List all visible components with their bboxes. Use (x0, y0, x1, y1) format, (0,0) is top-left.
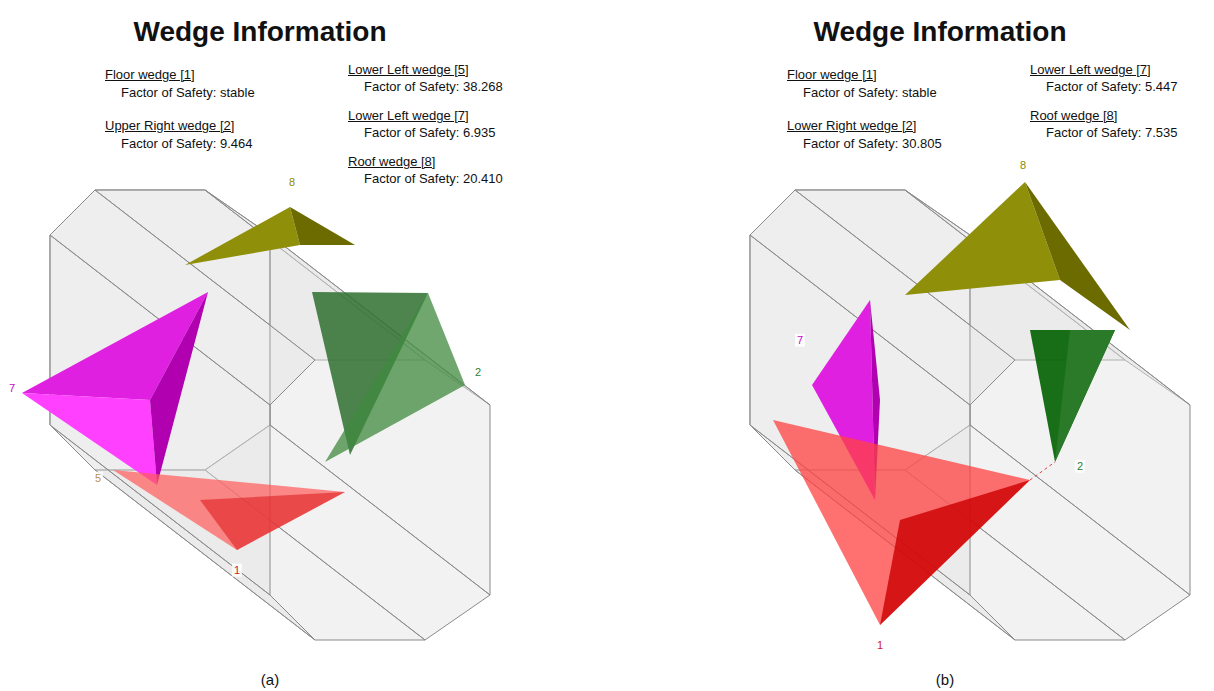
panel-title: Wedge Information (813, 16, 1066, 48)
safety-factor: Factor of Safety: stable (121, 86, 255, 101)
wedge-name: Roof wedge [8] (1030, 109, 1117, 124)
safety-factor: Factor of Safety: 5.447 (1046, 80, 1178, 95)
safety-factor: Factor of Safety: 20.410 (364, 172, 503, 187)
wedge-name: Lower Left wedge [5] (348, 63, 469, 78)
wedge-name: Floor wedge [1] (105, 68, 195, 83)
wedge-name: Upper Right wedge [2] (105, 119, 234, 134)
callout-number: 1 (875, 639, 885, 652)
panel-caption: (b) (936, 671, 954, 688)
wedge-name: Roof wedge [8] (348, 155, 435, 170)
wedge-name: Lower Left wedge [7] (348, 109, 469, 124)
callout-number: 8 (1018, 159, 1028, 172)
panel-caption: (a) (261, 671, 279, 688)
safety-factor: Factor of Safety: 7.535 (1046, 126, 1178, 141)
callout-number: 2 (473, 366, 483, 379)
wedge-name: Lower Left wedge [7] (1030, 63, 1151, 78)
callout-number: 8 (287, 176, 297, 189)
wedge-name: Floor wedge [1] (787, 68, 877, 83)
wedges-a (22, 207, 465, 550)
safety-factor: Factor of Safety: stable (803, 86, 937, 101)
safety-factor: Factor of Safety: 30.805 (803, 137, 942, 152)
callout-number: 1 (232, 564, 242, 577)
callout-number: 7 (7, 382, 17, 395)
safety-factor: Factor of Safety: 6.935 (364, 126, 496, 141)
callout-number: 2 (1075, 460, 1085, 473)
safety-factor: Factor of Safety: 38.268 (364, 80, 503, 95)
wedge-name: Lower Right wedge [2] (787, 119, 916, 134)
wedges-b (773, 182, 1130, 625)
safety-factor: Factor of Safety: 9.464 (121, 137, 253, 152)
panel-title: Wedge Information (133, 16, 386, 48)
callout-number: 5 (93, 472, 103, 485)
callout-number: 7 (795, 334, 805, 347)
